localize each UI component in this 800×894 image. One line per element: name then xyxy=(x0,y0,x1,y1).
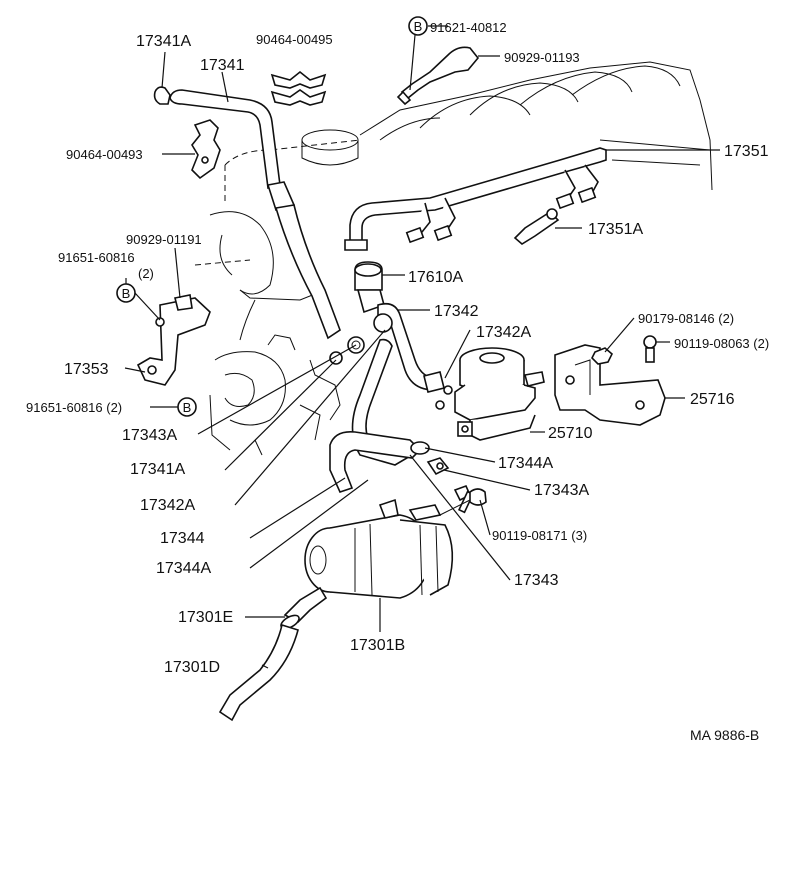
label-90119-08171: 90119-08171 (3) xyxy=(492,528,587,543)
label-25710: 25710 xyxy=(548,425,593,442)
engine-outline xyxy=(194,61,713,456)
hose-17343 xyxy=(329,338,422,493)
bracket-25716 xyxy=(554,344,666,426)
label-91651-60816-b: 91651-60816 (2) xyxy=(26,400,122,415)
hose-17342A xyxy=(423,371,453,395)
clamp-17344A-right xyxy=(410,441,430,455)
nut-90179-08146 xyxy=(591,347,613,365)
label-17343A-right: 17343A xyxy=(534,482,589,499)
hose-17341 xyxy=(169,89,341,340)
label-90464-00495: 90464-00495 xyxy=(256,32,333,47)
label-17341: 17341 xyxy=(200,57,245,74)
air-nozzle-17351A xyxy=(513,208,560,245)
label-17301D: 17301D xyxy=(164,659,220,676)
bolt-marker-left-1: B xyxy=(116,283,136,303)
label-17344: 17344 xyxy=(160,530,205,547)
label-17610A: 17610A xyxy=(408,269,463,286)
label-91621-40812: 91621-40812 xyxy=(430,20,507,35)
label-17342A-top: 17342A xyxy=(476,324,531,341)
hose-17301E xyxy=(280,586,328,630)
label-17343A-left: 17343A xyxy=(122,427,177,444)
label-90179-08146: 90179-08146 (2) xyxy=(638,311,734,326)
label-17342: 17342 xyxy=(434,303,479,320)
clip-90464-00495 xyxy=(270,70,327,106)
diagram-code: MA 9886-B xyxy=(690,727,759,743)
label-90464-00493: 90464-00493 xyxy=(66,147,143,162)
label-17301B: 17301B xyxy=(350,637,405,654)
clamp-17341A-top xyxy=(153,86,171,105)
check-valve-17610A xyxy=(354,261,385,314)
label-90929-01191: 90929-01191 xyxy=(126,232,202,247)
svg-text:B: B xyxy=(414,19,423,34)
svg-text:B: B xyxy=(122,286,131,301)
bolt-marker-top: B xyxy=(408,16,428,36)
bracket-17353 xyxy=(136,294,211,386)
label-17353: 17353 xyxy=(64,361,109,378)
label-17351A: 17351A xyxy=(588,221,643,238)
label-17344A-right: 17344A xyxy=(498,455,553,472)
bracket-90929-01193 xyxy=(396,46,480,106)
label-91651-60816-a: 91651-60816 xyxy=(58,250,135,265)
label-17342A-left: 17342A xyxy=(140,497,195,514)
air-pipe-17351 xyxy=(344,147,607,251)
clip-90464-00493 xyxy=(191,119,221,180)
hose-17301D xyxy=(218,623,299,722)
clamp-17343A-right xyxy=(426,457,450,476)
label-17343: 17343 xyxy=(514,572,559,589)
bolt-90119-08171 xyxy=(439,484,487,516)
label-17341A-mid: 17341A xyxy=(130,461,185,478)
label-17341A-top: 17341A xyxy=(136,33,191,50)
label-25716: 25716 xyxy=(690,391,735,408)
bolt-90119-08063 xyxy=(643,335,657,363)
label-17301E: 17301E xyxy=(178,609,233,626)
part-labels: 17341A 90464-00495 91621-40812 90929-011… xyxy=(26,20,769,743)
label-90119-08063: 90119-08063 (2) xyxy=(674,336,769,351)
air-pump-17301B xyxy=(304,498,454,599)
label-17351: 17351 xyxy=(724,143,769,160)
svg-text:B: B xyxy=(183,400,192,415)
leader-lines xyxy=(124,25,720,669)
bolt-marker-left-2: B xyxy=(177,397,197,417)
label-91651-60816-a-qty: (2) xyxy=(138,266,154,281)
label-90929-01193: 90929-01193 xyxy=(504,50,580,65)
label-17344A-left: 17344A xyxy=(156,560,211,577)
air-valve-25710 xyxy=(435,347,545,441)
